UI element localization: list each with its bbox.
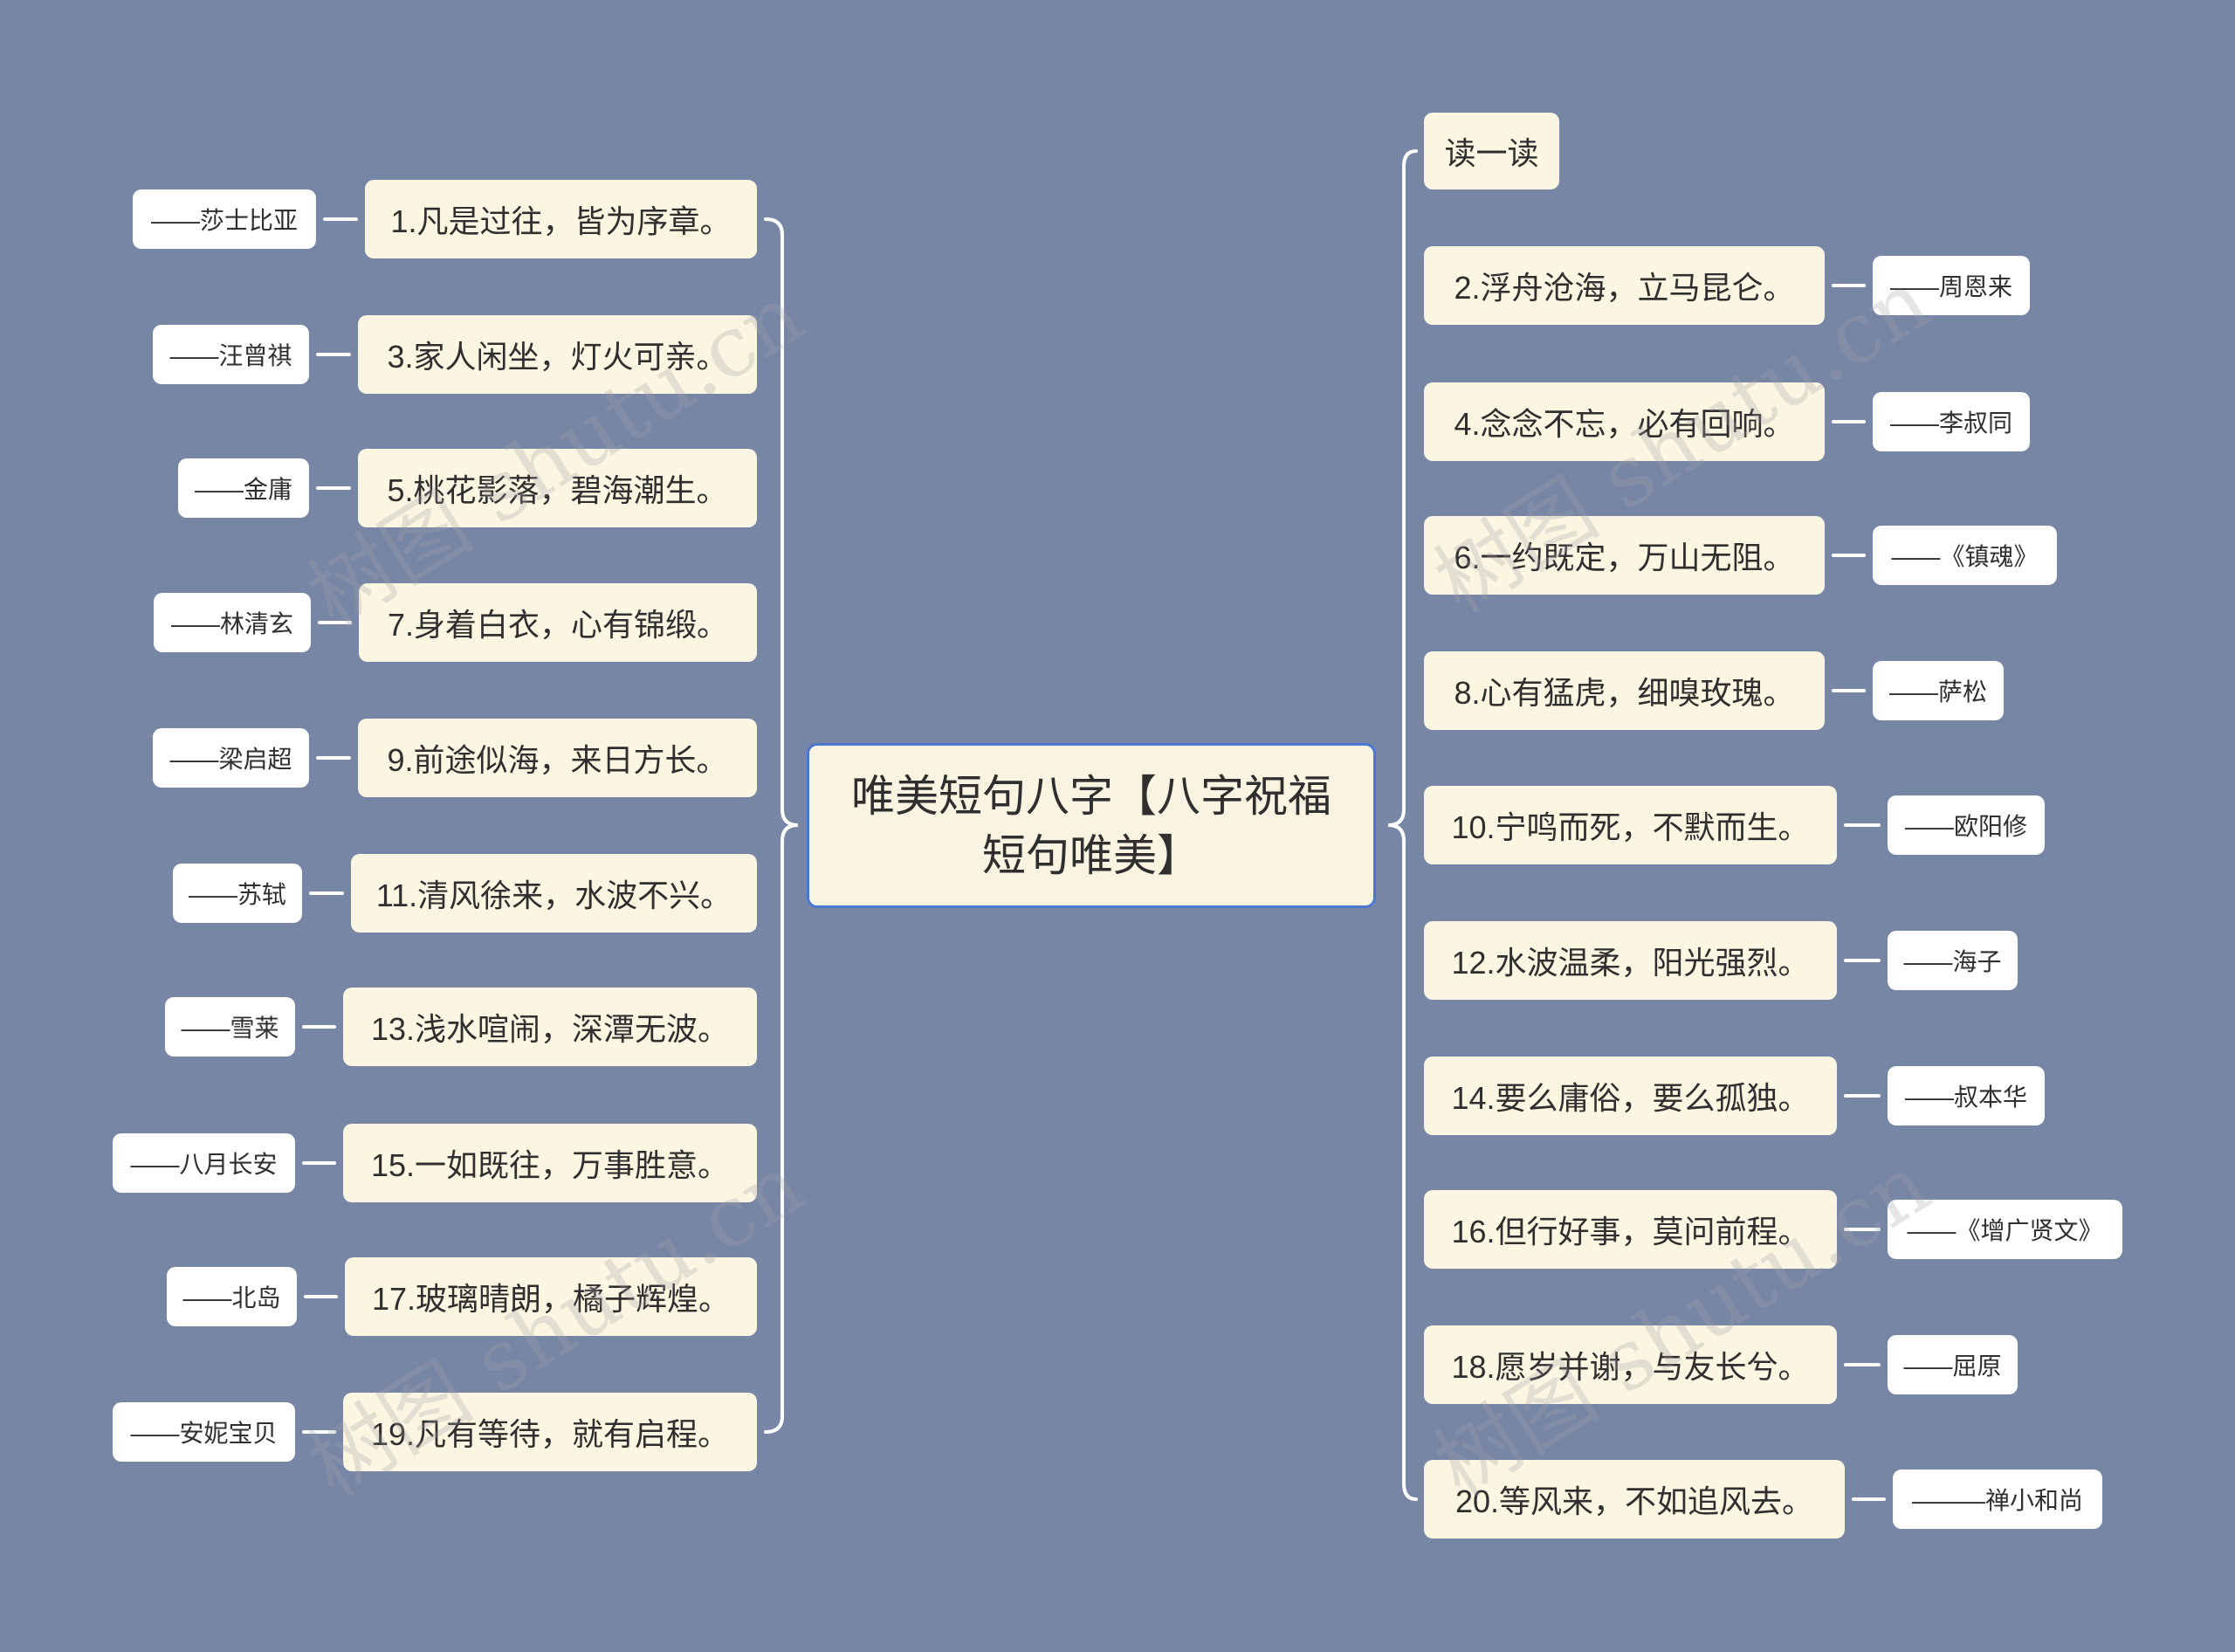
- left-author-node: ——北岛: [167, 1267, 297, 1326]
- central-topic-line: 唯美短句八字【八字祝福: [851, 771, 1331, 821]
- right-author-node: ——李叔同: [1873, 392, 2030, 451]
- right-author-node: ——《增广贤文》: [1888, 1200, 2122, 1259]
- left-author-node: ——安妮宝贝: [113, 1402, 295, 1462]
- right-quote-node: 8.心有猛虎，细嗅玫瑰。: [1424, 651, 1825, 730]
- left-quote-node: 19.凡有等待，就有启程。: [343, 1393, 757, 1471]
- right-author-node: ——萨松: [1873, 661, 2004, 720]
- left-quote-node: 13.浅水喧闹，深潭无波。: [343, 988, 757, 1066]
- right-author-node: ——海子: [1888, 931, 2018, 990]
- right-quote-node: 12.水波温柔，阳光强烈。: [1424, 921, 1837, 1000]
- right-author-node: ———禅小和尚: [1893, 1470, 2102, 1529]
- right-author-node: ——欧阳修: [1888, 795, 2045, 855]
- right-quote-node: 6.一约既定，万山无阻。: [1424, 516, 1825, 595]
- central-topic-line: 短句唯美】: [982, 830, 1200, 880]
- right-quote-node: 2.浮舟沧海，立马昆仑。: [1424, 246, 1825, 325]
- right-author-node: ——周恩来: [1873, 256, 2030, 315]
- right-quote-node: 20.等风来，不如追风去。: [1424, 1460, 1845, 1538]
- left-quote-node: 3.家人闲坐，灯火可亲。: [358, 315, 757, 394]
- left-bracket: [764, 217, 799, 1434]
- left-quote-node: 7.身着白衣，心有锦缎。: [359, 583, 757, 662]
- right-author-node: ——叔本华: [1888, 1066, 2045, 1125]
- right-quote-node: 14.要么庸俗，要么孤独。: [1424, 1057, 1837, 1135]
- left-author-node: ——雪莱: [165, 997, 295, 1057]
- right-quote-node: 4.念念不忘，必有回响。: [1424, 382, 1825, 461]
- central-topic: 唯美短句八字【八字祝福 短句唯美】: [807, 743, 1376, 908]
- left-quote-node: 15.一如既往，万事胜意。: [343, 1124, 757, 1202]
- left-quote-node: 1.凡是过往，皆为序章。: [365, 180, 757, 258]
- left-quote-node: 17.玻璃晴朗，橘子辉煌。: [345, 1257, 757, 1336]
- left-author-node: ——汪曾祺: [153, 325, 309, 384]
- left-quote-node: 5.桃花影落，碧海潮生。: [358, 449, 757, 527]
- left-author-node: ——八月长安: [113, 1133, 295, 1193]
- left-author-node: ——梁启超: [153, 728, 309, 788]
- right-author-node: ——《镇魂》: [1873, 526, 2057, 585]
- right-quote-node: 16.但行好事，莫问前程。: [1424, 1190, 1837, 1269]
- right-quote-node: 18.愿岁并谢，与友长兮。: [1424, 1325, 1837, 1404]
- right-quote-node: 10.宁鸣而死，不默而生。: [1424, 786, 1837, 864]
- left-author-node: ——林清玄: [154, 593, 311, 652]
- left-author-node: ——苏轼: [173, 864, 302, 923]
- left-author-node: ——莎士比亚: [133, 189, 316, 249]
- right-bracket: [1387, 149, 1418, 1501]
- left-quote-node: 11.清风徐来，水波不兴。: [351, 854, 757, 933]
- left-quote-node: 9.前途似海，来日方长。: [358, 719, 757, 797]
- right-author-node: ——屈原: [1888, 1335, 2018, 1394]
- left-author-node: ——金庸: [178, 458, 309, 518]
- right-branch-label: 读一读: [1424, 113, 1559, 189]
